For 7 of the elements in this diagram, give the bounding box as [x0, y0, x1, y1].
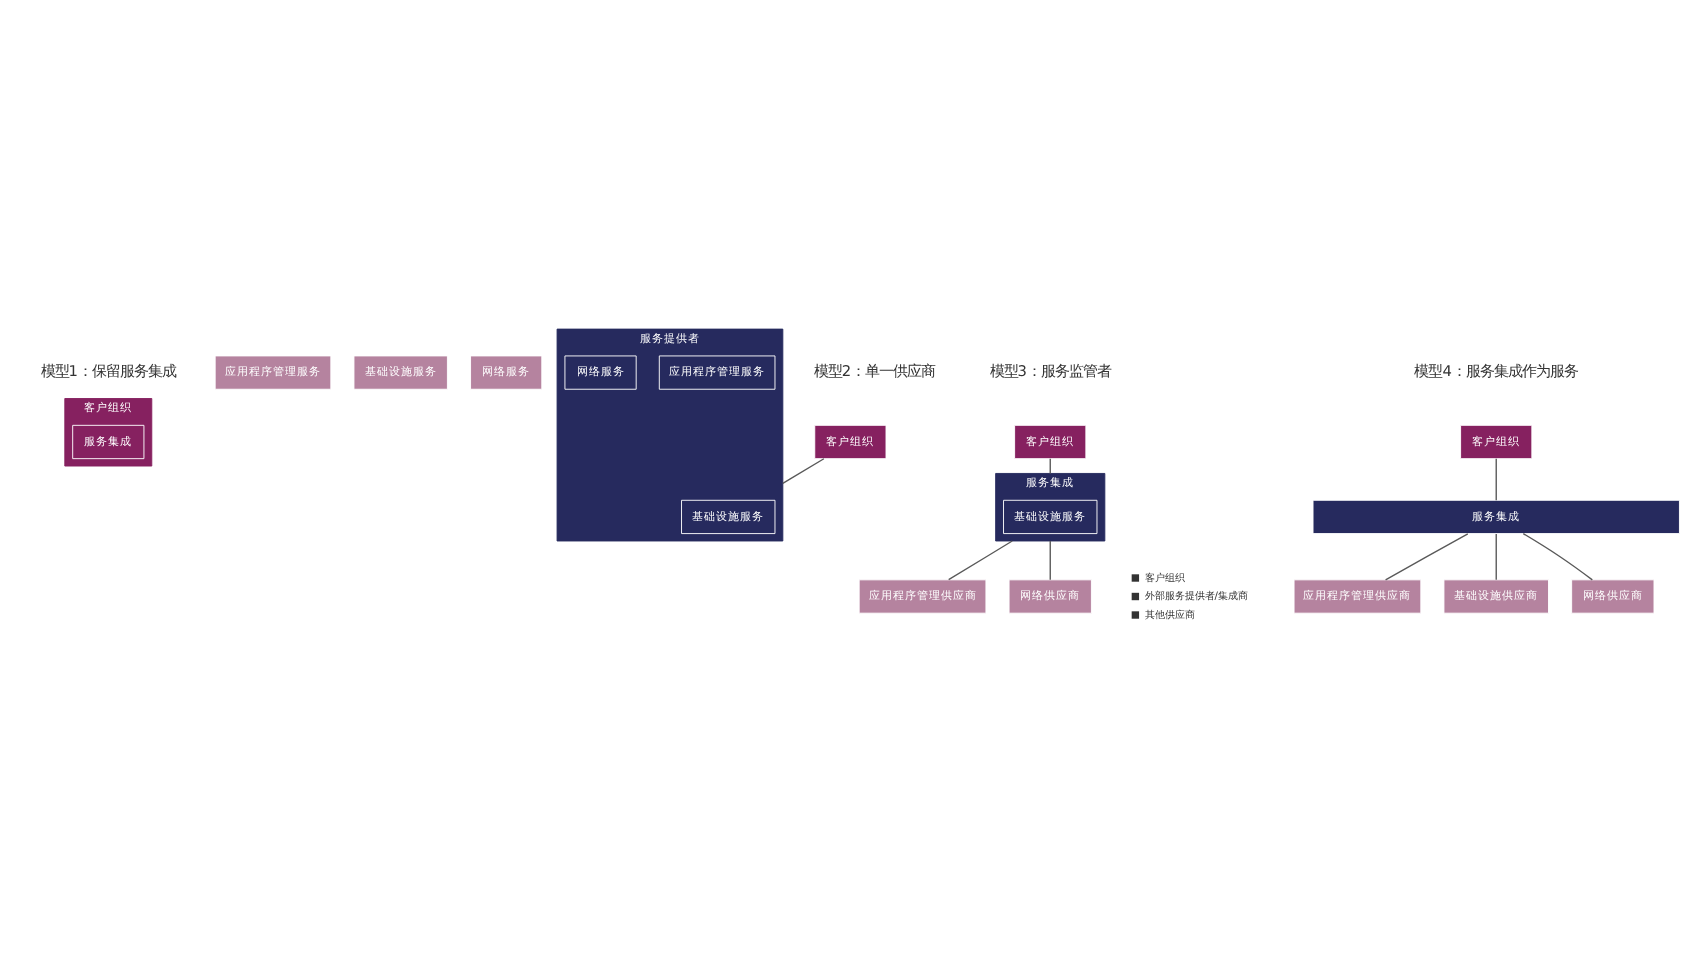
connector [1522, 532, 1594, 581]
connector [947, 540, 1013, 581]
connector [1384, 533, 1469, 581]
connector [1495, 533, 1497, 581]
connector [1495, 458, 1497, 501]
connector [1049, 540, 1051, 581]
connector [782, 458, 825, 485]
